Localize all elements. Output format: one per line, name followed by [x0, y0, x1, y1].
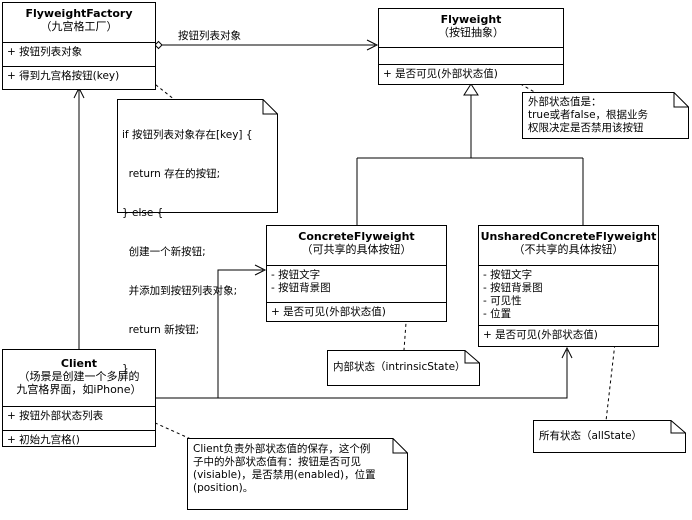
class-name: FlyweightFactory: [25, 7, 133, 20]
attribute: - 按钮背景图: [271, 282, 331, 294]
attribute: - 按钮背景图: [483, 282, 543, 294]
note-line: (visiable)，是否禁用(enabled)，位置: [193, 469, 376, 481]
class-subtitle: （不共享的具体按钮）: [513, 243, 624, 256]
note-text: 所有状态（allState）: [539, 430, 643, 442]
attribute: - 可见性: [483, 295, 522, 307]
client-class[interactable]: Client （场景是创建一个多屏的 九宫格界面，如iPhone） + 按钮外部…: [2, 349, 156, 447]
note-outline: [522, 92, 689, 139]
class-subtitle: （按钮抽象）: [438, 26, 504, 39]
attributes-section: + 按钮外部状态列表: [3, 406, 155, 430]
method: + 是否可见(外部状态值): [271, 306, 386, 318]
class-header: FlyweightFactory （九宫格工厂）: [3, 3, 155, 42]
all-state-note[interactable]: 所有状态（allState）: [533, 420, 686, 453]
attributes-section: - 按钮文字 - 按钮背景图 - 可见性 - 位置: [479, 265, 658, 325]
concrete-flyweight-class[interactable]: ConcreteFlyweight （可共享的具体按钮） - 按钮文字 - 按钮…: [266, 225, 447, 322]
note-line: if 按钮列表对象存在[key] {: [122, 129, 253, 141]
attribute: - 位置: [483, 308, 512, 320]
note-line: true或者false，根据业务: [528, 109, 649, 121]
extrinsic-state-note[interactable]: 外部状态值是： true或者false，根据业务 权限决定是否禁用该按钮: [522, 92, 689, 139]
attribute: + 按钮列表对象: [7, 46, 83, 58]
class-name: UnsharedConcreteFlyweight: [480, 230, 657, 243]
attribute: + 按钮外部状态列表: [7, 410, 104, 422]
methods-section: + 是否可见(外部状态值): [479, 325, 658, 345]
note-outline: [533, 420, 686, 453]
method: + 初始九宫格(): [7, 434, 80, 446]
note-line: 子中的外部状态值有：按钮是否可见: [193, 456, 361, 468]
class-subtitle-line: 九宫格界面，如iPhone）: [16, 383, 142, 396]
methods-section: + 得到九宫格按钮(key): [3, 66, 155, 86]
flyweight-factory-class[interactable]: FlyweightFactory （九宫格工厂） + 按钮列表对象 + 得到九宫…: [2, 2, 156, 90]
note-line: return 存在的按钮;: [122, 168, 221, 180]
class-subtitle: （可共享的具体按钮）: [301, 243, 412, 256]
aggregation-diamond: [154, 40, 163, 50]
note-line: } else {: [122, 207, 164, 219]
note-line: 创建一个新按钮;: [122, 246, 206, 258]
note-outline: [327, 350, 480, 386]
method: + 是否可见(外部状态值): [383, 68, 498, 80]
class-header: Flyweight （按钮抽象）: [379, 9, 563, 47]
intrinsic-state-note[interactable]: 内部状态（intrinsicState）: [327, 350, 480, 386]
methods-section: + 是否可见(外部状态值): [267, 302, 446, 322]
methods-section: + 是否可见(外部状态值): [379, 64, 563, 84]
note-line: 并添加到按钮列表对象;: [122, 285, 238, 297]
note-outline: [117, 99, 278, 213]
class-header: ConcreteFlyweight （可共享的具体按钮）: [267, 226, 446, 265]
note-outline: [187, 438, 408, 510]
class-name: ConcreteFlyweight: [298, 230, 415, 243]
class-name: Flyweight: [440, 13, 502, 26]
generalization-triangle: [463, 83, 479, 96]
attributes-section: - 按钮文字 - 按钮背景图: [267, 265, 446, 302]
client-note[interactable]: Client负责外部状态值的保存，这个例 子中的外部状态值有：按钮是否可见 (v…: [187, 438, 408, 510]
note-line: Client负责外部状态值的保存，这个例: [193, 443, 371, 455]
class-header: UnsharedConcreteFlyweight （不共享的具体按钮）: [479, 226, 658, 265]
method: + 得到九宫格按钮(key): [7, 70, 120, 82]
client-unshared-arrowhead: [561, 346, 573, 359]
note-line: 权限决定是否禁用该按钮: [528, 122, 644, 134]
unshared-concrete-flyweight-class[interactable]: UnsharedConcreteFlyweight （不共享的具体按钮） - 按…: [478, 225, 659, 347]
class-subtitle-line: （场景是创建一个多屏的: [18, 370, 140, 383]
note-line: 外部状态值是：: [528, 96, 602, 108]
factory-code-note[interactable]: if 按钮列表对象存在[key] { return 存在的按钮; } else …: [117, 99, 278, 375]
attribute: - 按钮文字: [271, 269, 321, 281]
class-name: Client: [60, 357, 98, 370]
attributes-section: [379, 47, 563, 64]
note-line: return 新按钮;: [122, 324, 200, 336]
flyweight-class[interactable]: Flyweight （按钮抽象） + 是否可见(外部状态值): [378, 8, 564, 85]
attributes-section: + 按钮列表对象: [3, 42, 155, 66]
class-header: Client （场景是创建一个多屏的 九宫格界面，如iPhone）: [3, 350, 155, 406]
note-text: 内部状态（intrinsicState）: [333, 361, 466, 373]
class-subtitle: （九宫格工厂）: [40, 20, 118, 33]
association-arrowhead: [366, 39, 379, 51]
note-line: (position)。: [193, 482, 254, 494]
note-line: }: [122, 363, 129, 375]
methods-section: + 初始九宫格(): [3, 430, 155, 450]
attribute: - 按钮文字: [483, 269, 533, 281]
association-label: 按钮列表对象: [178, 30, 241, 42]
method: + 是否可见(外部状态值): [483, 329, 598, 341]
